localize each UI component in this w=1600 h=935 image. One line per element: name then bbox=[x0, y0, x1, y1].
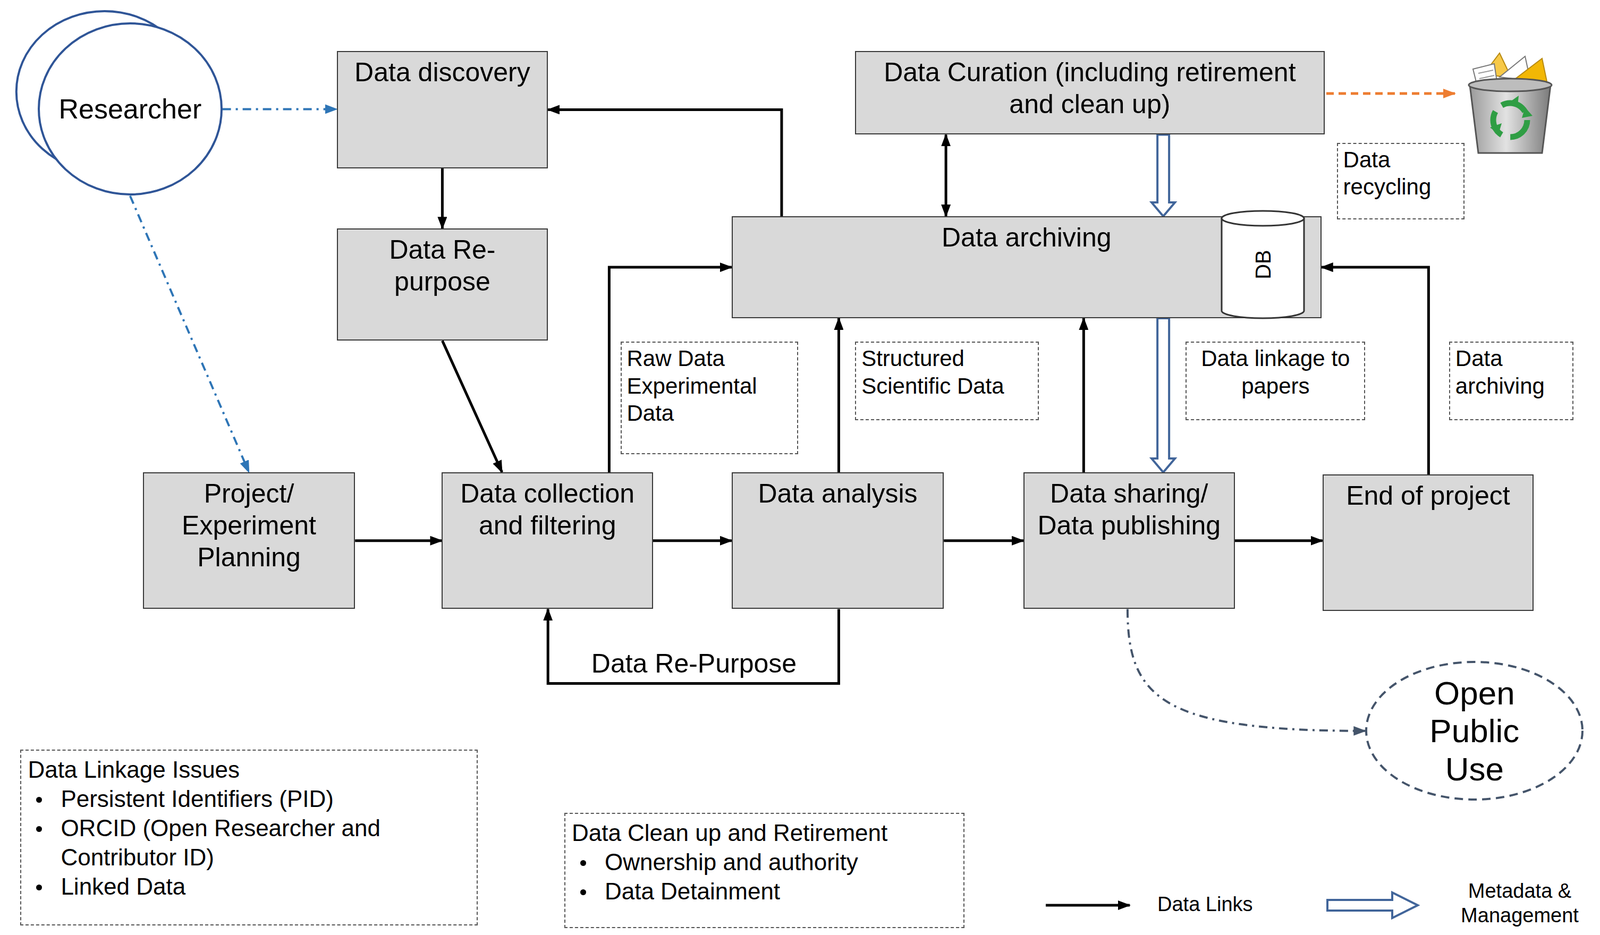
note-box: Data linkage to papers bbox=[1185, 341, 1366, 421]
node-label: Data discovery bbox=[343, 56, 542, 89]
process-box: Data sharing/ Data publishing bbox=[1023, 472, 1235, 609]
connector bbox=[222, 107, 337, 110]
process-box: Data Re-purpose bbox=[336, 228, 548, 341]
legend-line-sample bbox=[1045, 904, 1130, 908]
bullet-text: Linked Data bbox=[60, 872, 470, 902]
issue-box: Data Linkage IssuesPersistent Identifier… bbox=[20, 749, 478, 926]
bullet-text: ORCID (Open Researcher and Contributor I… bbox=[60, 813, 470, 873]
bullet-item: Linked Data bbox=[27, 872, 470, 902]
process-box: Project/ Experiment Planning bbox=[142, 472, 355, 609]
bullet-dot bbox=[36, 826, 42, 833]
database-cylinder: DB bbox=[1220, 210, 1306, 320]
connector bbox=[441, 168, 444, 229]
bullet-dot bbox=[580, 889, 587, 896]
connector bbox=[944, 134, 948, 217]
node-label: Project/ Experiment Planning bbox=[149, 477, 349, 574]
node-label: Data archiving bbox=[1455, 344, 1568, 400]
cylinder-body bbox=[1221, 217, 1305, 319]
metadata-arrow bbox=[1151, 134, 1175, 217]
bullet-item: Persistent Identifiers (PID) bbox=[27, 784, 470, 814]
recycle-bin-icon bbox=[1468, 53, 1552, 154]
bin-body bbox=[1469, 85, 1551, 154]
node-label: Data analysis bbox=[738, 477, 938, 510]
recycle-arrow bbox=[1326, 92, 1455, 96]
connector bbox=[547, 109, 782, 217]
actor-ellipse-front bbox=[38, 23, 222, 195]
bullet-text: Persistent Identifiers (PID) bbox=[60, 784, 470, 814]
node-label: Raw Data Experimental Data bbox=[627, 344, 792, 427]
node-label: Data Re-purpose bbox=[343, 233, 542, 298]
actor-ellipse: Researcher bbox=[37, 22, 223, 196]
legend-text: Data Links bbox=[1157, 892, 1254, 918]
bullet-text: Data Detainment bbox=[604, 876, 958, 907]
bullet-dot bbox=[36, 884, 42, 891]
connector bbox=[354, 539, 442, 543]
node-label: Open Public Use bbox=[1413, 674, 1536, 789]
bullet-dot bbox=[580, 860, 587, 867]
terminal-ellipse: Open Public Use bbox=[1365, 661, 1584, 801]
bullet-text: Ownership and authority bbox=[604, 847, 958, 877]
connector bbox=[130, 196, 250, 473]
issue-box: Data Clean up and RetirementOwnership an… bbox=[564, 813, 965, 929]
bin-rim bbox=[1468, 78, 1552, 92]
node-label: Structured Scientific Data bbox=[861, 344, 1033, 400]
note-box: Data archiving bbox=[1449, 341, 1574, 421]
connector bbox=[653, 539, 732, 543]
connector bbox=[442, 340, 502, 473]
connector bbox=[547, 608, 839, 684]
bullet-dot bbox=[36, 797, 42, 803]
legend-samples bbox=[1045, 892, 1418, 919]
bullet-item: Data Detainment bbox=[571, 876, 958, 907]
cylinder-top bbox=[1221, 210, 1305, 226]
node-label: End of project bbox=[1328, 479, 1528, 512]
recycle-arrowheads bbox=[1490, 95, 1533, 134]
connector bbox=[837, 318, 841, 473]
note-box: Structured Scientific Data bbox=[854, 341, 1039, 421]
legend-text: Metadata & Management bbox=[1453, 879, 1587, 928]
node-label: Researcher bbox=[58, 92, 202, 125]
node-label: Data collection and filtering bbox=[447, 477, 647, 542]
note-box: Data recycling bbox=[1336, 142, 1465, 220]
process-box: Data discovery bbox=[336, 51, 548, 169]
node-label: Data recycling bbox=[1343, 146, 1459, 201]
bullet-item: Ownership and authority bbox=[571, 847, 958, 877]
node-label: DB bbox=[1249, 250, 1276, 281]
node-label: Data sharing/ Data publishing bbox=[1029, 477, 1229, 542]
legend-arrow-sample bbox=[1327, 892, 1418, 919]
connector bbox=[1234, 539, 1323, 543]
edge-label: Data Re-Purpose bbox=[588, 647, 800, 680]
note-heading: Data Clean up and Retirement bbox=[571, 818, 958, 848]
process-box: End of project bbox=[1322, 474, 1534, 612]
note-box: Raw Data Experimental Data bbox=[620, 341, 799, 454]
note-heading: Data Linkage Issues bbox=[27, 755, 470, 785]
node-label: Data linkage to papers bbox=[1191, 344, 1359, 400]
terminal-outline bbox=[1366, 662, 1583, 800]
recycle-line bbox=[1326, 93, 1455, 95]
process-box: Data collection and filtering bbox=[441, 472, 653, 609]
bullet-item: ORCID (Open Researcher and Contributor I… bbox=[27, 813, 470, 873]
connector bbox=[1127, 608, 1366, 731]
connector bbox=[1082, 318, 1086, 473]
connector bbox=[943, 539, 1024, 543]
process-box: Data Curation (including retirement and … bbox=[854, 51, 1325, 135]
metadata-arrow bbox=[1151, 318, 1175, 473]
process-box: Data analysis bbox=[731, 472, 944, 609]
process-box: Data archivingDB bbox=[731, 216, 1322, 319]
node-label: Data Curation (including retirement and … bbox=[861, 56, 1318, 121]
